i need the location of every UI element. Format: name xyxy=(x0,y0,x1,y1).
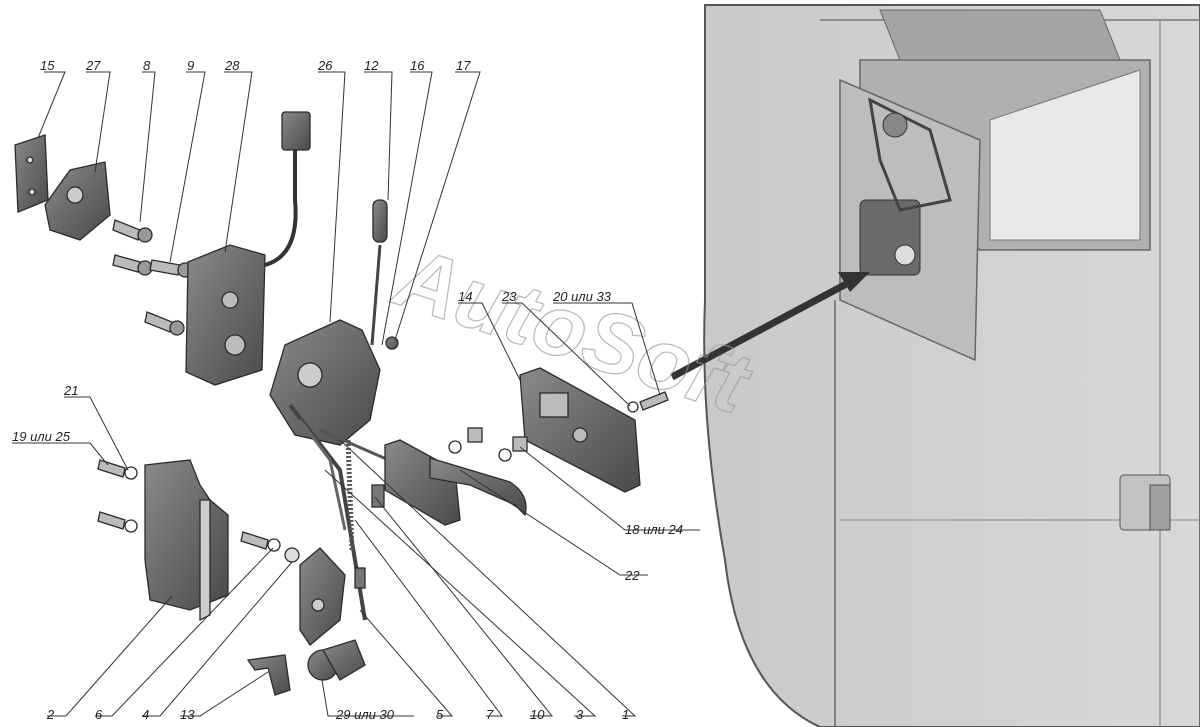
callout-29-or-30: 29 или 30 xyxy=(335,707,395,722)
callout-23: 23 xyxy=(501,289,517,304)
callout-15: 15 xyxy=(40,58,55,73)
parts-illustration xyxy=(14,111,669,696)
callout-27: 27 xyxy=(85,58,101,73)
callout-17: 17 xyxy=(456,58,471,73)
callout-28: 28 xyxy=(224,58,240,73)
callout-13: 13 xyxy=(180,707,195,722)
pointer-arrow xyxy=(670,272,870,381)
callout-labels: 15 27 8 9 28 26 12 16 17 14 23 20 или 33… xyxy=(12,58,683,722)
callout-12: 12 xyxy=(364,58,379,73)
callout-3: 3 xyxy=(576,707,584,722)
callout-9: 9 xyxy=(187,58,194,73)
callout-8: 8 xyxy=(143,58,151,73)
callout-19-or-25: 19 или 25 xyxy=(12,429,71,444)
callout-18-or-24: 18 или 24 xyxy=(625,522,683,537)
callout-5: 5 xyxy=(436,707,444,722)
callout-10: 10 xyxy=(530,707,545,722)
callout-1: 1 xyxy=(622,707,629,722)
callout-21: 21 xyxy=(63,383,78,398)
callout-22: 22 xyxy=(624,568,640,583)
callout-2: 2 xyxy=(46,707,55,722)
callout-16: 16 xyxy=(410,58,425,73)
cab-door-illustration xyxy=(703,4,1200,727)
callout-6: 6 xyxy=(95,707,103,722)
callout-20-or-33: 20 или 33 xyxy=(552,289,612,304)
callout-4: 4 xyxy=(142,707,149,722)
callout-26: 26 xyxy=(317,58,333,73)
callout-14: 14 xyxy=(458,289,472,304)
callout-7: 7 xyxy=(486,707,494,722)
leader-lines xyxy=(12,71,700,717)
